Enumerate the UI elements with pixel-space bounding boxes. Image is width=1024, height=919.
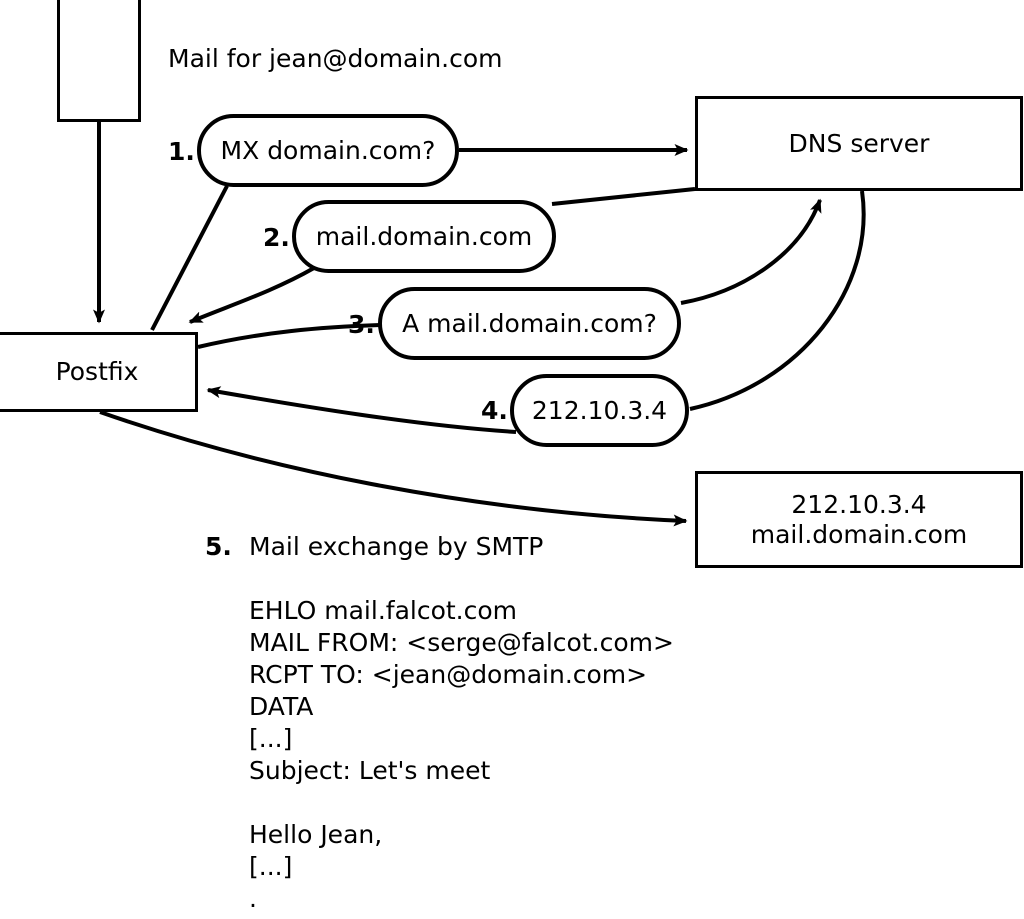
message-bubble-mx-query: MX domain.com? <box>197 114 459 187</box>
step-number-1: 1. <box>168 137 195 166</box>
edge-postfix-to-step3 <box>197 323 381 349</box>
message-bubble-label: A mail.domain.com? <box>402 309 657 338</box>
mail-for-label: Mail for jean@domain.com <box>168 44 503 73</box>
dns-server-label: DNS server <box>788 128 930 158</box>
step-number-3: 3. <box>348 310 375 339</box>
mail-server-box: 212.10.3.4 mail.domain.com <box>695 471 1023 568</box>
message-bubble-mx-answer: mail.domain.com <box>292 200 556 273</box>
message-bubble-label: mail.domain.com <box>315 222 533 251</box>
message-bubble-a-query: A mail.domain.com? <box>378 287 681 360</box>
postfix-box: Postfix <box>0 332 198 412</box>
edge-step1-from-postfix <box>150 185 229 331</box>
smtp-transcript-line: EHLO mail.falcot.com <box>249 596 518 625</box>
smtp-transcript-line: DATA <box>249 692 314 721</box>
edge-dns-to-step2 <box>551 187 696 206</box>
dns-server-box: DNS server <box>695 96 1023 191</box>
smtp-transcript-line: [...] <box>249 724 293 753</box>
message-bubble-label: MX domain.com? <box>220 136 436 165</box>
message-bubble-label: 212.10.3.4 <box>531 396 668 425</box>
postfix-label: Postfix <box>55 357 139 387</box>
step-5-label: Mail exchange by SMTP <box>249 532 544 561</box>
edge-step3-to-dns <box>680 198 822 305</box>
message-bubble-a-answer: 212.10.3.4 <box>510 374 689 447</box>
edge-dns-to-step4 <box>689 190 866 411</box>
step-number-5: 5. <box>205 532 232 561</box>
smtp-transcript: EHLO mail.falcot.com MAIL FROM: <serge@f… <box>249 595 674 915</box>
client-box <box>57 0 141 122</box>
smtp-transcript-line: . <box>249 884 257 913</box>
smtp-transcript-line: MAIL FROM: <serge@falcot.com> <box>249 628 674 657</box>
smtp-transcript-line: Hello Jean, <box>249 820 383 849</box>
mail-server-hostname: mail.domain.com <box>750 519 968 549</box>
edge-postfix-to-mailserver <box>99 410 688 527</box>
smtp-transcript-line: [...] <box>249 852 293 881</box>
edge-step2-to-postfix <box>188 266 315 324</box>
step-number-2: 2. <box>263 223 290 252</box>
smtp-transcript-blank <box>249 787 674 819</box>
step-number-4: 4. <box>481 396 508 425</box>
smtp-transcript-line: Subject: Let's meet <box>249 756 491 785</box>
smtp-transcript-line: RCPT TO: <jean@domain.com> <box>249 660 648 689</box>
edge-step4-to-postfix <box>206 386 517 434</box>
mail-server-ip: 212.10.3.4 <box>791 490 927 519</box>
